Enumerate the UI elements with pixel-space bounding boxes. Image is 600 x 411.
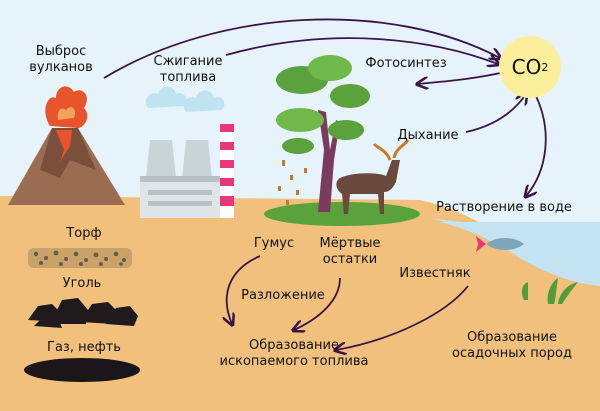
arrow-limestone-to-fossil	[336, 285, 469, 350]
label-volcano-emission: Выброс вулканов	[29, 44, 93, 75]
label-coal: Уголь	[62, 276, 102, 291]
label-respiration: Дыхание	[397, 128, 459, 143]
tree	[276, 55, 370, 212]
label-dead-remains: Мёртвые остатки	[319, 236, 381, 267]
arrow-respiration-to-co2	[465, 94, 526, 133]
label-limestone: Известняк	[399, 266, 471, 281]
label-humus: Гумус	[253, 236, 295, 251]
label-decomposition: Разложение	[241, 288, 325, 303]
grass-patch	[264, 202, 420, 226]
arrow-volcano-to-co2	[103, 18, 500, 79]
seaweed	[521, 278, 578, 304]
arrow-co2-to-photosynthesis	[418, 71, 506, 84]
label-photosynthesis: Фотосинтез	[365, 56, 447, 71]
factory	[140, 86, 234, 218]
arrow-fuel-to-co2	[225, 37, 498, 64]
deer	[336, 139, 410, 214]
arrow-co2-to-water	[526, 95, 547, 196]
ground	[0, 196, 600, 411]
label-peat: Торф	[66, 226, 102, 241]
co2-formula: CO	[511, 55, 542, 79]
label-fuel-burning: Сжигание топлива	[153, 54, 223, 85]
label-sediment-formation: Образование осадочных пород	[452, 330, 572, 361]
arrow-decomposition-to-fossil-left	[227, 255, 261, 324]
volcano	[8, 86, 125, 205]
coal-layer	[28, 298, 138, 328]
label-dissolution-in-water: Растворение в воде	[436, 200, 572, 215]
label-fossil-fuel-formation: Образование ископаемого топлива	[219, 338, 369, 369]
co2-subscript: 2	[541, 60, 549, 74]
oil-layer	[24, 358, 140, 382]
fish	[476, 236, 524, 252]
label-gas-oil: Газ, нефть	[47, 340, 121, 355]
arrow-decomposition-to-fossil-right	[294, 277, 341, 330]
peat-layer	[28, 248, 132, 268]
